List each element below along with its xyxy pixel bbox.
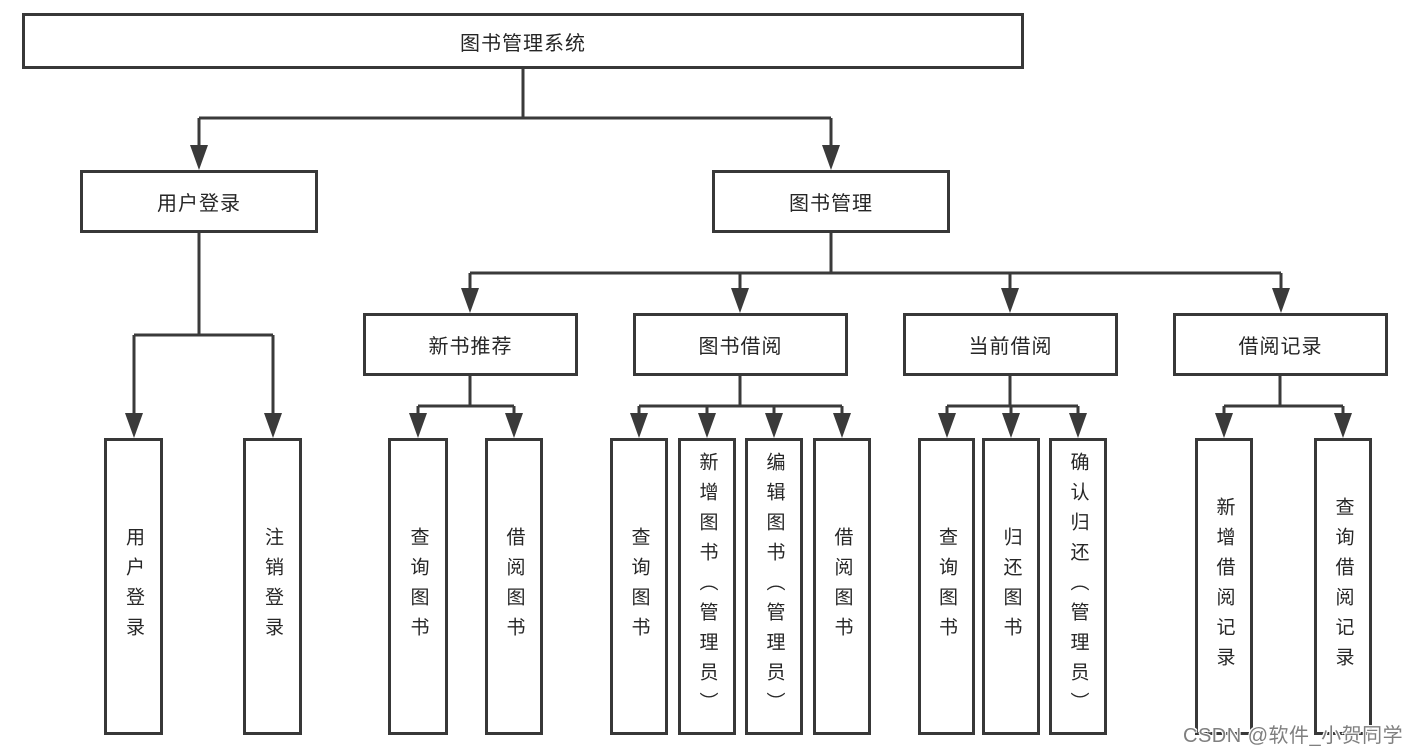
leaf-confirm-return-admin: 确认归还（管理员） <box>1049 438 1107 735</box>
node-label: 新增借阅记录 <box>1213 496 1235 677</box>
node-label: 图书借阅 <box>698 336 783 358</box>
leaf-borrow-books-borrowing: 借阅图书 <box>813 438 871 735</box>
node-label: 查询图书 <box>407 526 429 647</box>
node-label: 用户登录 <box>157 193 241 215</box>
leaf-query-borrow-record: 查询借阅记录 <box>1314 438 1372 735</box>
leaf-return-books: 归还图书 <box>982 438 1040 735</box>
node-label: 查询图书 <box>628 526 650 647</box>
node-label: 归还图书 <box>1000 526 1022 647</box>
leaf-borrow-books-recommend: 借阅图书 <box>485 438 543 735</box>
leaf-logout: 注销登录 <box>243 438 302 735</box>
node-label: 查询借阅记录 <box>1332 496 1354 677</box>
node-label: 注销登录 <box>262 526 283 647</box>
node-label: 借阅记录 <box>1238 336 1323 358</box>
leaf-query-books-recommend: 查询图书 <box>388 438 448 735</box>
leaf-edit-book-admin: 编辑图书（管理员） <box>745 438 803 735</box>
leaf-add-borrow-record: 新增借阅记录 <box>1195 438 1253 735</box>
node-label: 借阅图书 <box>831 526 853 647</box>
node-borrowing-records: 借阅记录 <box>1173 313 1388 376</box>
leaf-add-book-admin: 新增图书（管理员） <box>678 438 736 735</box>
node-user-login: 用户登录 <box>80 170 318 233</box>
node-new-book-recommendation: 新书推荐 <box>363 313 578 376</box>
node-label: 新增图书（管理员） <box>696 451 718 722</box>
node-label: 当前借阅 <box>968 336 1053 358</box>
node-label: 借阅图书 <box>503 526 525 647</box>
node-label: 编辑图书（管理员） <box>763 451 785 722</box>
watermark: CSDN @软件_小贺同学 <box>1183 725 1404 747</box>
node-label: 查询图书 <box>936 526 957 647</box>
node-label: 确认归还（管理员） <box>1067 451 1089 722</box>
node-label: 新书推荐 <box>428 336 513 358</box>
leaf-query-books-current: 查询图书 <box>918 438 975 735</box>
node-current-borrowing: 当前借阅 <box>903 313 1118 376</box>
node-label: 图书管理 <box>789 193 873 215</box>
node-library-management-system: 图书管理系统 <box>22 13 1024 69</box>
node-label: 用户登录 <box>123 526 144 647</box>
node-book-borrowing: 图书借阅 <box>633 313 848 376</box>
leaf-user-login: 用户登录 <box>104 438 163 735</box>
node-book-management: 图书管理 <box>712 170 950 233</box>
node-label: 图书管理系统 <box>460 32 586 55</box>
leaf-query-books-borrowing: 查询图书 <box>610 438 668 735</box>
